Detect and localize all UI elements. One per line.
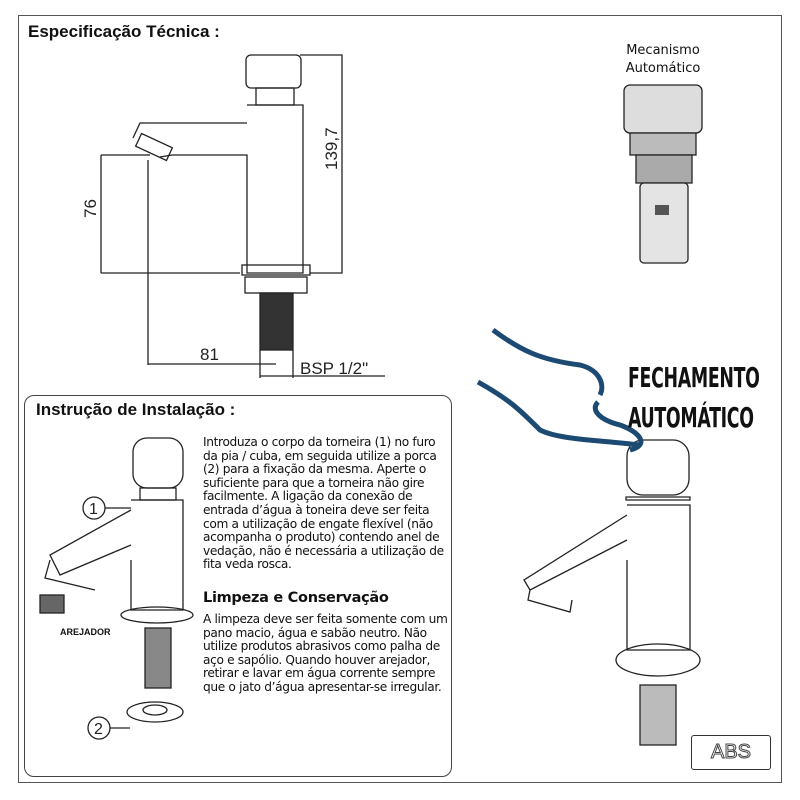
material-badge: ABS bbox=[691, 735, 771, 770]
dim-bsp: BSP 1/2" bbox=[300, 359, 368, 378]
faucet-dimension-drawing bbox=[100, 54, 385, 378]
feature-line2: AUTOMÁTICO bbox=[628, 401, 754, 434]
install-drawing bbox=[39, 437, 194, 740]
feature-line1: FECHAMENTO bbox=[628, 361, 760, 394]
spec-title: Especificação Técnica : bbox=[28, 22, 220, 41]
mechanism-line1: Mecanismo bbox=[626, 43, 700, 58]
feature-heading: FECHAMENTO AUTOMÁTICO bbox=[628, 358, 760, 438]
install-panel bbox=[24, 395, 452, 777]
label-2: 2 bbox=[94, 721, 103, 738]
cleaning-text: A limpeza deve ser feita somente com um … bbox=[203, 612, 448, 694]
label-1: 1 bbox=[89, 501, 98, 518]
cleaning-title: Limpeza e Conservação bbox=[203, 590, 389, 606]
install-text: Introduza o corpo da torneira (1) no fur… bbox=[203, 435, 444, 572]
dim-139-7: 139,7 bbox=[322, 127, 341, 170]
hand-icon bbox=[476, 327, 644, 453]
page-border bbox=[18, 15, 782, 783]
auto-faucet-drawing bbox=[523, 439, 701, 746]
dim-81: 81 bbox=[200, 345, 219, 364]
mechanism-line2: Automático bbox=[625, 61, 701, 76]
install-title: Instrução de Instalação : bbox=[36, 400, 236, 419]
mechanism-image bbox=[623, 84, 703, 264]
dim-76: 76 bbox=[81, 199, 100, 218]
aerator-label: AREJADOR bbox=[60, 627, 111, 637]
